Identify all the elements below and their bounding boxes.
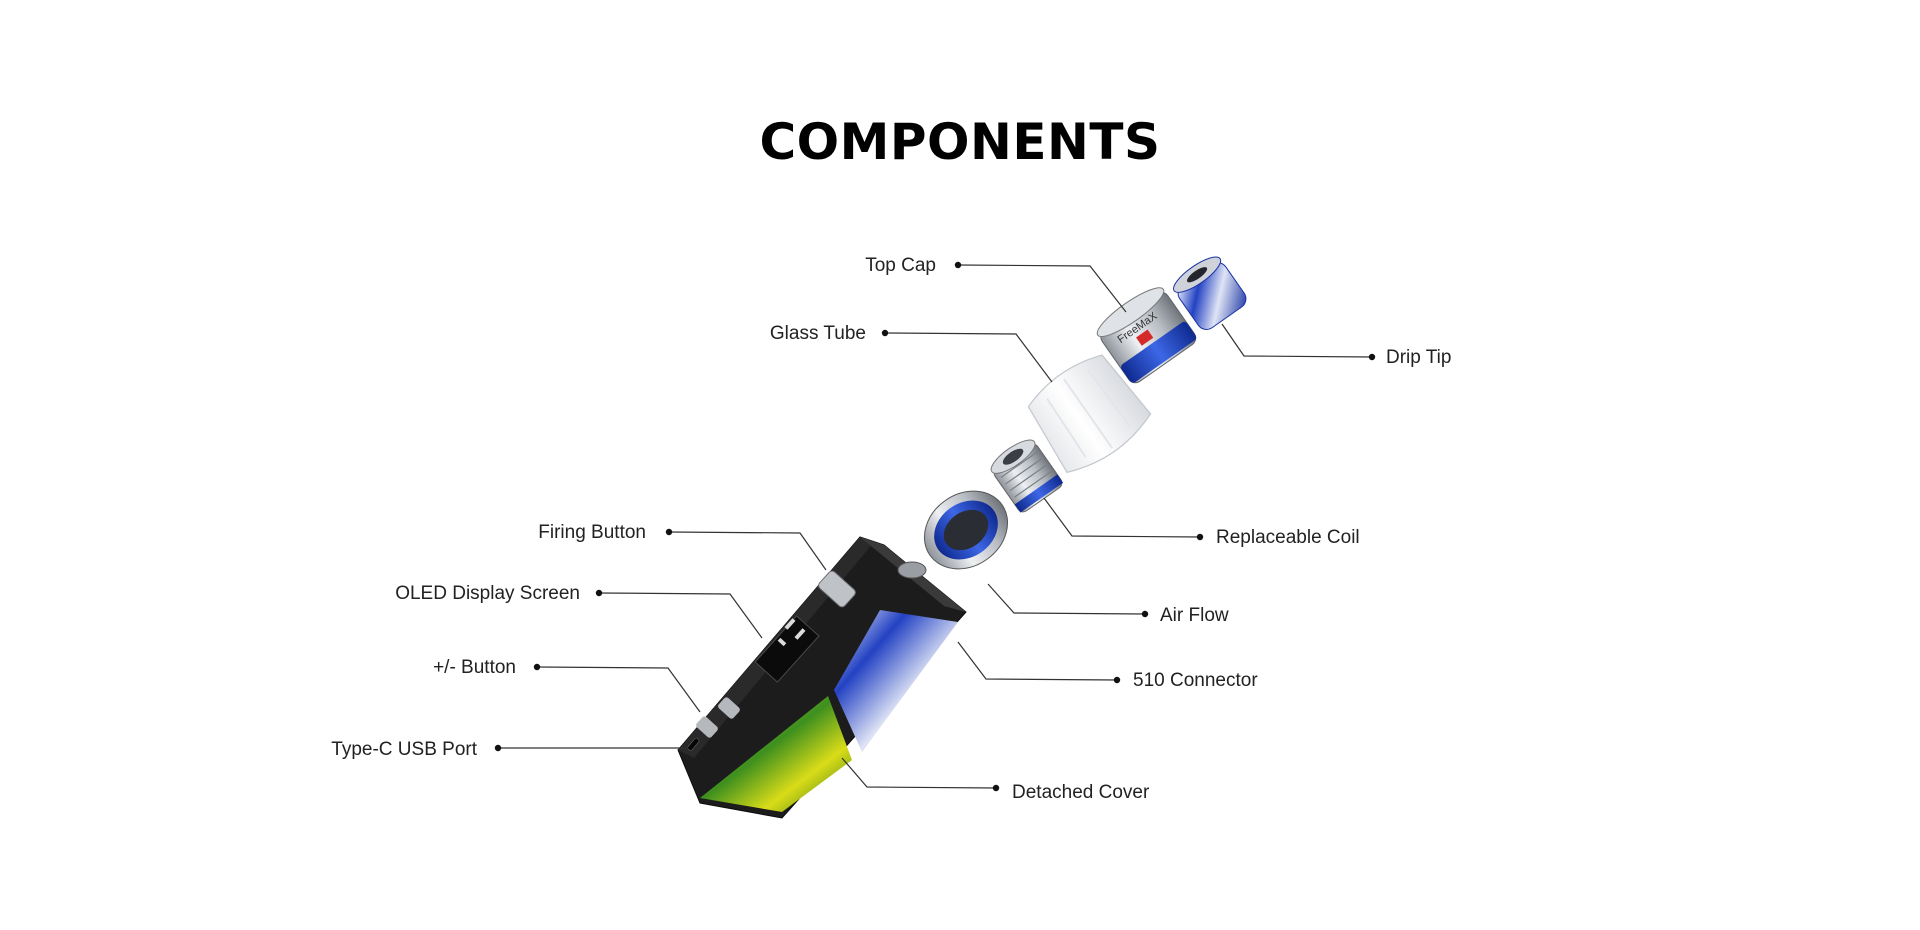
- top-cap: FreeMaX: [1096, 287, 1197, 384]
- label-replaceable-coil: Replaceable Coil: [1216, 527, 1360, 548]
- drip-tip: [1173, 256, 1247, 330]
- label-drip-tip: Drip Tip: [1386, 347, 1451, 368]
- leader-firing-button: [668, 531, 827, 571]
- leader-510-connector: [957, 641, 1118, 681]
- glass-tube: [1027, 354, 1152, 474]
- type-c-usb-port: [687, 737, 700, 751]
- leader-replaceable-coil: [1043, 497, 1201, 538]
- label-air-flow: Air Flow: [1160, 605, 1229, 626]
- minus-button: [696, 716, 718, 738]
- leader-top-cap: [957, 264, 1127, 313]
- air-flow-ring: [923, 490, 1009, 570]
- label-glass-tube: Glass Tube: [770, 323, 866, 344]
- label-top-cap: Top Cap: [865, 255, 936, 276]
- leader-oled-display: [598, 592, 763, 639]
- leader-plus-minus-button: [536, 666, 701, 713]
- plus-button: [718, 697, 740, 719]
- leader-detached-cover: [841, 757, 997, 789]
- tank-component-icon: FreeMaX: [923, 256, 1247, 570]
- component-labels: Top Cap Glass Tube Drip Tip Replaceable …: [331, 255, 1451, 803]
- leader-drip-tip: [1221, 323, 1373, 358]
- label-oled-display-screen: OLED Display Screen: [395, 583, 580, 604]
- page-title: COMPONENTS: [759, 113, 1161, 171]
- vape-mod-icon: [677, 536, 967, 819]
- label-firing-button: Firing Button: [538, 522, 646, 543]
- firing-button: [818, 570, 856, 608]
- label-plus-minus-button: +/- Button: [433, 657, 516, 678]
- 510-connector: [897, 561, 927, 579]
- label-detached-cover: Detached Cover: [1012, 782, 1150, 803]
- leader-air-flow: [987, 583, 1146, 615]
- leader-glass-tube: [884, 332, 1053, 383]
- label-510-connector: 510 Connector: [1133, 670, 1258, 691]
- blue-resin-panel: [834, 610, 958, 752]
- replaceable-coil: [990, 439, 1064, 513]
- detached-cover-panel: [700, 696, 852, 812]
- label-type-c-usb-port: Type-C USB Port: [331, 739, 477, 760]
- leader-lines: [494, 261, 1376, 792]
